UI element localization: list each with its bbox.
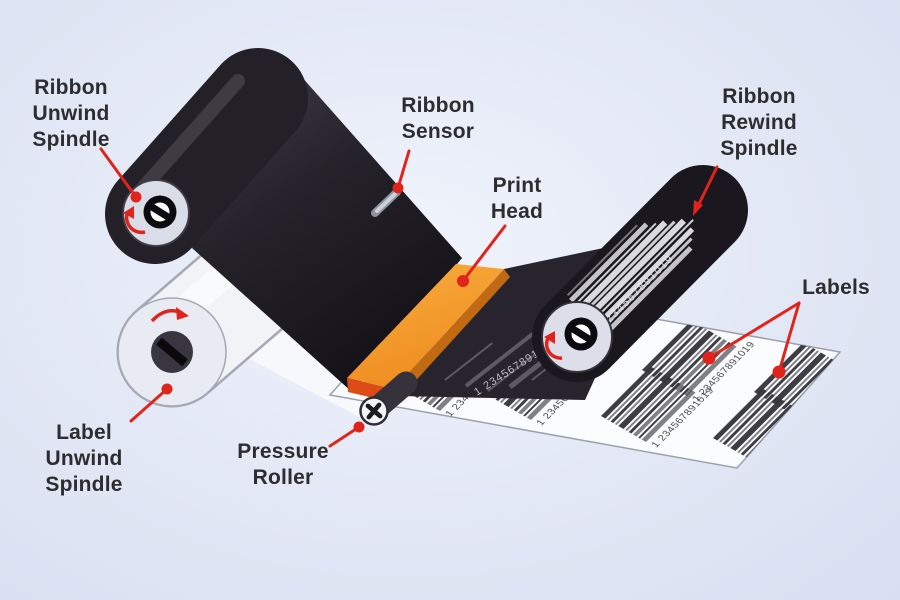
rewind-roll-bar: [590, 227, 695, 332]
barcode-bar: [641, 390, 696, 442]
rewind-roll-barcode-bars: [566, 218, 695, 339]
ribbon-sensor-leader: [396, 149, 411, 190]
rewind-roll-bar: [586, 219, 694, 328]
ribbon-rewind-roll: 1 234567891019: [532, 165, 748, 382]
callout-ribbon-rewind-spindle: Ribbon Rewind Spindle: [720, 85, 798, 160]
label-roll-rotation-arrowhead: [176, 307, 189, 320]
rewind-rotation-arrowhead: [544, 331, 555, 344]
rewind-spindle-glyph: [564, 317, 598, 351]
pressure-roller-leader: [328, 425, 361, 448]
barcode-bar: [674, 339, 727, 391]
ribbon-rewind-arrowhead: [693, 200, 703, 216]
barcode-bar: [633, 385, 686, 437]
barcode-bar: [778, 356, 830, 407]
callout-leaders: [99, 147, 801, 448]
labels-dot-2: [772, 365, 786, 379]
barcode-bar: [781, 358, 834, 410]
barcode-bar: [659, 330, 715, 383]
print-head-side: [394, 269, 510, 398]
barcode-bar: [648, 324, 700, 375]
callout-ribbon-unwind-spindle: Ribbon Unwind Spindle: [32, 76, 110, 151]
used-ribbon-stripe: [444, 342, 493, 381]
ribbon-unwind-leader: [99, 147, 138, 199]
label-unwind-dot: [161, 383, 173, 395]
barcode-bar: [625, 380, 677, 431]
barcode-bar: [719, 392, 771, 443]
barcode-bar: [767, 350, 820, 401]
ribbon-assembly: [105, 48, 462, 392]
rewind-roll-bar: [601, 246, 693, 339]
print-head-dot: [457, 275, 469, 287]
rewind-roll-bar: [573, 222, 657, 307]
rewind-roll-bar: [566, 224, 638, 297]
barcode-bar: [655, 328, 708, 379]
labels-dot-1: [702, 351, 716, 365]
barcode-bar: [682, 344, 737, 396]
callout-pressure-roller: Pressure Roller: [237, 440, 329, 489]
barcode-bar: [628, 382, 681, 434]
barcode-bar: [730, 398, 786, 451]
ribbon-unwind-rotation-arrow: [124, 213, 146, 235]
barcode-bar: [642, 320, 696, 373]
barcode-bar: [601, 366, 655, 419]
sensor-pin-inner: [375, 192, 397, 213]
ribbon-rewind-leader: [695, 165, 719, 210]
barcode-bar: [679, 342, 731, 393]
used-ribbon-stripe: [464, 332, 535, 388]
barcode-bar: [607, 370, 659, 421]
ribbon-roll-sheen: [128, 74, 245, 204]
print-head-top: [347, 264, 504, 389]
ribbon-unwind-rotation-arrowhead: [123, 206, 134, 219]
barcode-bar: [726, 396, 779, 447]
barcode-bar: [614, 374, 667, 425]
callout-print-head: Print Head: [490, 174, 544, 223]
label-roll-spindle-slot: [156, 337, 188, 367]
pressure-roller: [359, 371, 418, 426]
labels-leader-2: [777, 301, 801, 374]
barcode-bar: [638, 388, 690, 439]
callout-labels: Labels: [802, 276, 870, 299]
pressure-roller-cross: [365, 402, 383, 420]
rewind-roll-bar: [579, 220, 676, 318]
barcode-bar: [618, 376, 674, 429]
barcode-bar: [666, 334, 718, 385]
barcode-bar: [760, 346, 812, 397]
rewind-roll-bar: [596, 237, 693, 335]
barcode-bar: [651, 326, 704, 377]
callout-ribbon-sensor: Ribbon Sensor: [401, 94, 475, 143]
callout-dots: [130, 182, 786, 433]
rewind-rotation-arrow: [544, 337, 563, 360]
glyph-slot: [147, 202, 173, 222]
rewind-roll-bar: [569, 222, 649, 303]
pressure-roller-dot: [353, 421, 365, 433]
barcode-bar: [610, 372, 663, 423]
rewind-roll-bar: [581, 218, 686, 324]
barcode-bar: [740, 404, 793, 456]
labels-leader-1: [707, 301, 801, 360]
ribbon-unwind-dot: [130, 191, 142, 203]
barcode-bar: [763, 348, 816, 399]
label-unwind-leader: [129, 387, 169, 423]
ribbon-sensor-pin: [371, 188, 401, 217]
ribbon-sensor-dot: [392, 182, 404, 194]
glyph-slot: [568, 324, 594, 344]
print-head-leader: [461, 224, 507, 283]
barcode-bar: [713, 388, 767, 441]
barcode-bar: [722, 394, 775, 445]
barcode-bar: [669, 336, 722, 388]
rewind-roll-bar: [575, 220, 668, 314]
ribbon-unwind-spindle-glyph: [143, 195, 177, 229]
callout-label-unwind-spindle: Label Unwind Spindle: [45, 421, 123, 496]
barcode-bar: [771, 352, 827, 405]
barcode-bar: [737, 402, 789, 453]
